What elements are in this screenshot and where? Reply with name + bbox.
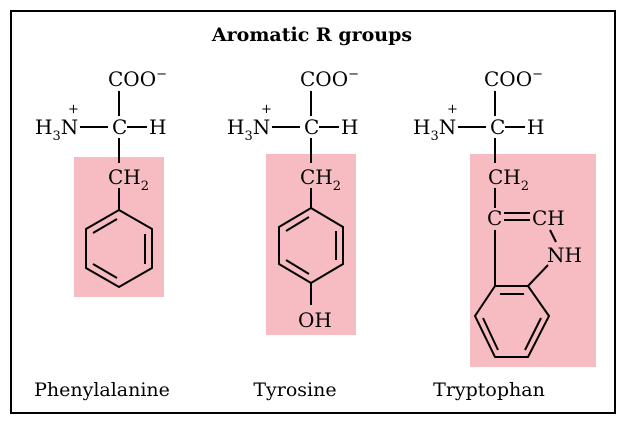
carboxylate-label: COO− <box>484 67 543 91</box>
plus-charge: + <box>68 102 79 117</box>
carboxylate-label: COO− <box>108 67 167 91</box>
tyrosine-structure: COO− H3N + C H CH2 OH Tyrosine <box>227 67 359 401</box>
alpha-carbon: C <box>304 115 319 139</box>
tryptophan-structure: COO− H3N + C H CH2 C CH NH Tryptophan <box>413 67 582 401</box>
molecule-name: Phenylalanine <box>34 379 170 401</box>
amino-group-label: H3N <box>227 115 270 144</box>
ch2-label: CH2 <box>300 165 341 194</box>
plus-charge: + <box>447 102 458 117</box>
ch2-label: CH2 <box>108 165 149 194</box>
ring-carbon-label: C <box>487 206 502 230</box>
carboxylate-label: COO− <box>300 67 359 91</box>
benzene-ring <box>473 285 551 358</box>
alpha-carbon: C <box>490 115 505 139</box>
plus-charge: + <box>261 102 272 117</box>
amino-group-label: H3N <box>413 115 456 144</box>
figure-title: Aromatic R groups <box>211 24 412 46</box>
alpha-hydrogen: H <box>341 115 358 139</box>
ch2-label: CH2 <box>488 165 529 194</box>
ring-ch-label: CH <box>532 206 565 230</box>
ring-nh-label: NH <box>547 243 582 267</box>
alpha-carbon: C <box>112 115 127 139</box>
amino-group-label: H3N <box>35 115 78 144</box>
figure-frame <box>10 10 616 414</box>
molecule-name: Tyrosine <box>253 379 336 401</box>
alpha-hydrogen: H <box>527 115 544 139</box>
phenylalanine-structure: COO− H3N + C H CH2 Phenylalanine <box>34 67 170 401</box>
benzene-ring <box>85 208 153 289</box>
tryptophan-r-group-highlight <box>470 154 596 367</box>
alpha-hydrogen: H <box>149 115 166 139</box>
molecule-name: Tryptophan <box>433 379 545 401</box>
hydroxyl-label: OH <box>298 308 332 332</box>
